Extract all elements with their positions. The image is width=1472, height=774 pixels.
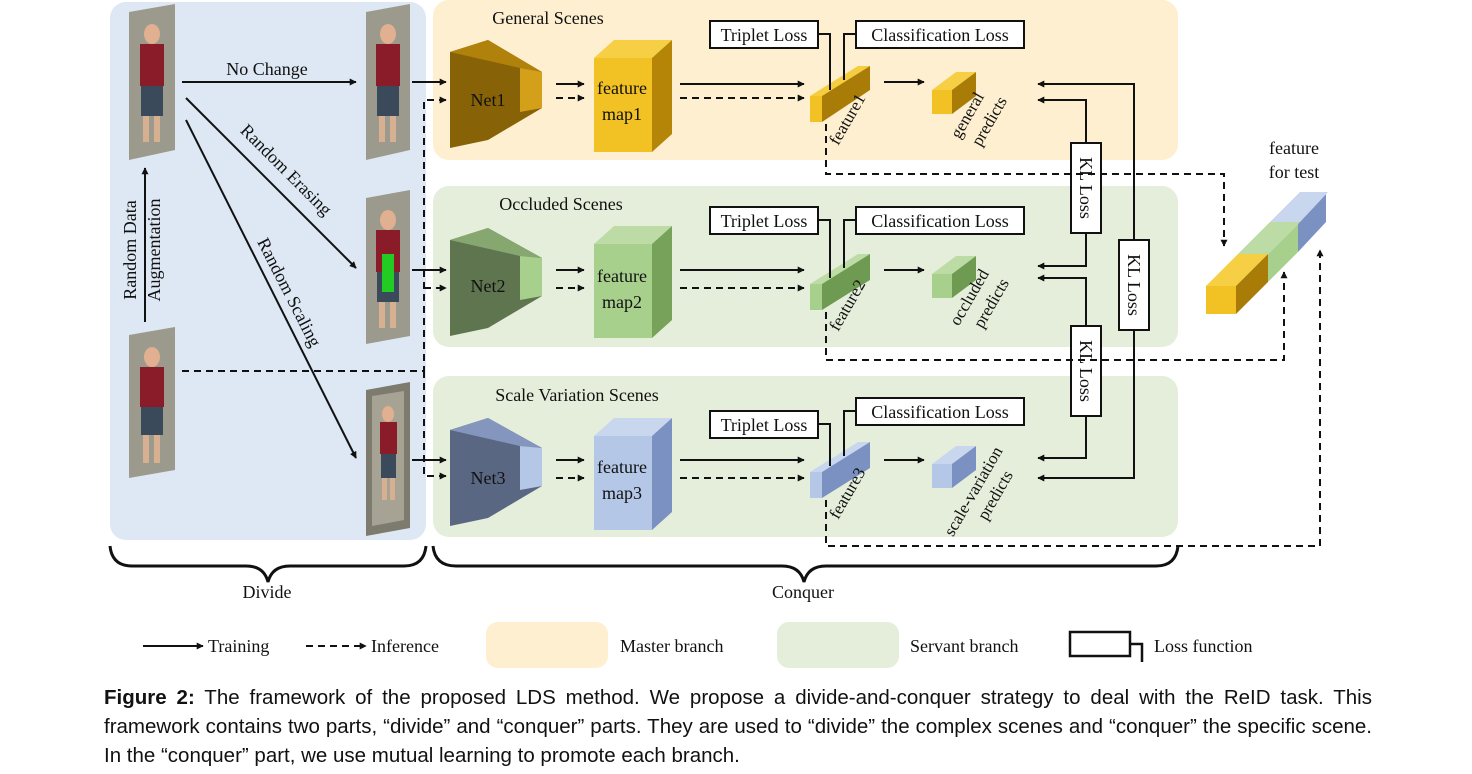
triplet-loss-connector-1 bbox=[818, 33, 831, 90]
legend-master-label: Master branch bbox=[620, 636, 723, 656]
triplet-loss-label-2: Triplet Loss bbox=[721, 211, 808, 231]
figure-caption: Figure 2: The framework of the proposed … bbox=[104, 683, 1372, 770]
person-image-random-scaling bbox=[366, 382, 410, 536]
caption-label: Figure 2: bbox=[104, 686, 195, 709]
legend-training-label: Training bbox=[208, 636, 269, 656]
divide-panel bbox=[110, 2, 426, 540]
classification-loss-label-1: Classification Loss bbox=[871, 25, 1009, 45]
classification-loss-connector-2 bbox=[843, 219, 856, 268]
kl-loss-label-3: KL Loss bbox=[1124, 254, 1144, 316]
inference-path-source bbox=[182, 96, 447, 372]
conquer-brace bbox=[431, 545, 1180, 583]
classification-loss-connector-3 bbox=[843, 410, 856, 456]
augmentation-label-1: Random Data bbox=[120, 200, 140, 299]
divide-brace bbox=[108, 545, 428, 583]
legend-master-swatch bbox=[486, 622, 608, 668]
person-image-source bbox=[129, 327, 175, 478]
kl-loss-box-3 bbox=[1118, 239, 1150, 331]
feature-map2-block bbox=[594, 226, 672, 338]
triplet-loss-box-3 bbox=[709, 410, 819, 439]
occluded-predicts-block bbox=[932, 256, 976, 298]
classification-loss-label-2: Classification Loss bbox=[871, 211, 1009, 231]
net3-block bbox=[450, 418, 542, 526]
person-image-no-change bbox=[366, 4, 410, 160]
inference-feature2-to-test bbox=[825, 271, 1288, 361]
augmentation-label-2: Augmentation bbox=[144, 199, 164, 302]
branch-title-occluded: Occluded Scenes bbox=[499, 194, 622, 214]
classification-loss-box-1 bbox=[855, 20, 1025, 49]
feature1-block bbox=[810, 66, 870, 122]
legend-loss-connector bbox=[1130, 642, 1144, 662]
feature-map2-line1: feature bbox=[597, 266, 647, 286]
random-erasing-arrow bbox=[185, 97, 357, 269]
divide-label: Divide bbox=[243, 582, 292, 602]
random-scaling-arrow bbox=[185, 119, 357, 459]
feature-map1-block bbox=[594, 40, 672, 152]
feature-map3-line2: map3 bbox=[602, 483, 642, 503]
feature-map1-line2: map1 bbox=[602, 104, 642, 124]
net1-label: Net1 bbox=[471, 90, 506, 110]
legend-servant-swatch bbox=[777, 622, 899, 668]
branch-title-scale: Scale Variation Scenes bbox=[495, 385, 659, 405]
net2-block bbox=[450, 228, 542, 336]
no-change-label: No Change bbox=[226, 59, 307, 79]
net2-label: Net2 bbox=[471, 276, 506, 296]
feature-for-test-line1: feature bbox=[1269, 138, 1319, 158]
feature2-block bbox=[810, 254, 870, 310]
feature3-block bbox=[810, 442, 870, 498]
legend-servant-label: Servant branch bbox=[910, 636, 1018, 656]
conquer-label: Conquer bbox=[772, 582, 834, 602]
legend-loss-label: Loss function bbox=[1154, 636, 1253, 656]
legend-inference-label: Inference bbox=[371, 636, 439, 656]
branch-title-general: General Scenes bbox=[492, 8, 603, 28]
triplet-loss-connector-2 bbox=[818, 219, 831, 278]
person-image-random-erasing bbox=[366, 190, 410, 344]
legend-loss-swatch bbox=[1068, 630, 1132, 658]
kl-loss-box-1 bbox=[1070, 142, 1102, 234]
classification-loss-box-2 bbox=[855, 206, 1025, 235]
net1-block bbox=[450, 40, 542, 148]
feature-for-test-block bbox=[1206, 192, 1328, 314]
triplet-loss-label-3: Triplet Loss bbox=[721, 415, 808, 435]
feature-for-test-line2: for test bbox=[1269, 162, 1319, 182]
feature-map2-line2: map2 bbox=[602, 292, 642, 312]
feature-map1-line1: feature bbox=[597, 78, 647, 98]
scale-variation-predicts-block bbox=[932, 446, 976, 488]
classification-loss-connector-1 bbox=[843, 33, 856, 80]
triplet-loss-label-1: Triplet Loss bbox=[721, 25, 808, 45]
kl-loss-box-2 bbox=[1070, 325, 1102, 417]
lds-framework-diagram: Random Data Augmentation No Change Rando… bbox=[108, 0, 1328, 668]
kl-loss-label-1: KL Loss bbox=[1076, 157, 1096, 219]
person-image-original bbox=[129, 4, 175, 160]
feature-map3-line1: feature bbox=[597, 457, 647, 477]
triplet-loss-connector-3 bbox=[818, 423, 831, 466]
inference-feature1-to-test bbox=[825, 124, 1228, 247]
classification-loss-label-3: Classification Loss bbox=[871, 402, 1009, 422]
erase-patch bbox=[382, 254, 394, 292]
kl-loss-label-2: KL Loss bbox=[1076, 340, 1096, 402]
inference-feature3-to-test bbox=[825, 249, 1324, 547]
feature-map3-block bbox=[594, 418, 672, 530]
caption-text: The framework of the proposed LDS method… bbox=[104, 686, 1372, 767]
net3-label: Net3 bbox=[471, 468, 506, 488]
general-predicts-block bbox=[932, 72, 976, 114]
